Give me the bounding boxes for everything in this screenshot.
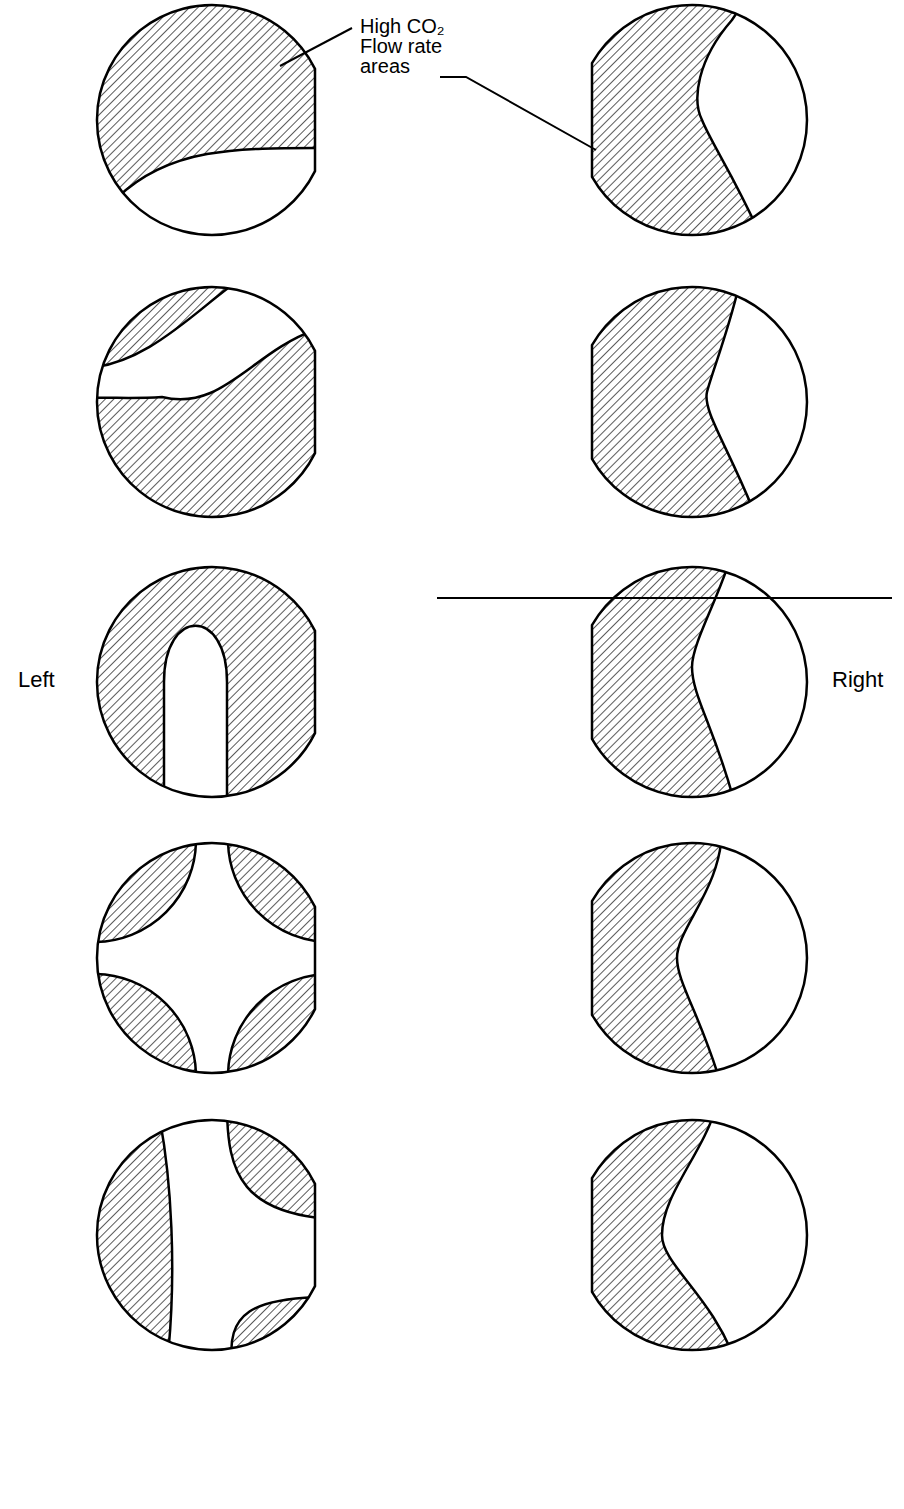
callout-label: High CO₂ Flow rate areas [360,16,456,76]
left-section [82,1105,342,1365]
leader-line [280,28,352,66]
left-section [82,272,342,532]
divider-line [437,597,892,599]
right-section [562,0,832,250]
left-section [82,552,342,812]
side-label: Right [832,668,883,692]
right-section [562,272,832,532]
left-section [82,0,342,250]
right-section [562,828,832,1088]
side-label: Left [18,668,55,692]
left-section [0,738,432,1178]
leader-line [440,77,596,150]
right-section [562,552,832,812]
right-section [562,1105,832,1365]
